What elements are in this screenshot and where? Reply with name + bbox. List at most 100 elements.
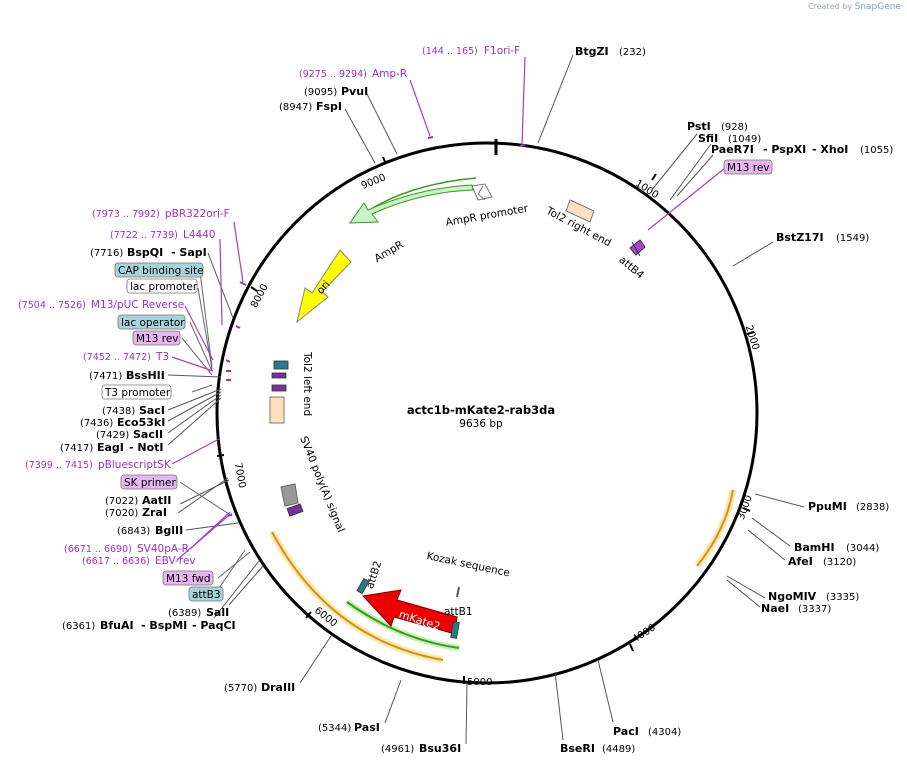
primer-range-f1ori: (144 .. 165) (422, 46, 478, 57)
enzyme-noti-name: NotI (137, 441, 163, 454)
primer-range-pbluescript: (7399 .. 7415) (25, 460, 93, 471)
enzyme-sapi-name: SapI (179, 246, 206, 259)
pos-ppumi: (2838) (856, 502, 889, 513)
pos-eco53ki: (7436) (80, 418, 113, 429)
enzyme-zrai: ZraI (142, 506, 167, 519)
primer-sv40pa: SV40pA-R (137, 543, 189, 555)
pos-draiii: (5770) (224, 683, 257, 694)
enzyme-sali: SalI (206, 606, 229, 619)
enzyme-btgzi: BtgZI (575, 45, 609, 58)
pos-bspqi: (7716) (90, 248, 123, 259)
tick-mark-3000 (742, 507, 751, 512)
attb4-feature: attB4 (616, 239, 646, 282)
enzyme-pspxi-name: PspXI (771, 143, 806, 156)
mkate2-feature: mKate2 (361, 589, 458, 635)
tick-mark-9000 (382, 156, 387, 165)
enzyme-pspxi: - PspXI (763, 143, 806, 156)
enzyme-bspmi-name: BspMI (149, 619, 187, 632)
primer-ampr: Amp-R (372, 68, 407, 80)
enzyme-paer7i: PaeR7I (711, 143, 754, 156)
pos-bsu36i: (4961) (381, 744, 414, 755)
pos-bfuai: (6361) (62, 621, 95, 632)
attb2-mark (356, 577, 370, 595)
primer-range-ampr: (9275 .. 9294) (299, 69, 367, 80)
enzyme-bfuai: BfuAI (100, 619, 134, 632)
plasmid-name: actc1b-mKate2-rab3da (407, 403, 555, 417)
tick-label-5000: 5000 (467, 677, 492, 688)
tick-mark-2000 (746, 331, 755, 335)
primer-range-ebv: (6617 .. 6636) (82, 556, 150, 567)
tick-label-9000: 9000 (360, 172, 388, 192)
pos-naei: (3337) (798, 604, 831, 615)
kozak-mark (456, 586, 460, 598)
snapgene-brand: SnapGene (854, 2, 901, 12)
right-orange-highlight (694, 489, 737, 569)
pos-sali: (6389) (168, 608, 201, 619)
primer-range-l4440: (7722 .. 7739) (110, 230, 178, 241)
pos-bseri: (4489) (602, 744, 635, 755)
enzyme-xhoi-name: XhoI (820, 143, 848, 156)
primer-f1ori: F1ori-F (484, 45, 520, 57)
sv40-polya-feature: SV40 poly(A) signal (280, 435, 347, 534)
green-arc (346, 601, 460, 649)
enzyme-sapi: - SapI (171, 246, 207, 259)
pos-zrai: (7020) (105, 508, 138, 519)
bottom-orange-arc (271, 531, 444, 661)
box-lacop-label: lac operator (121, 317, 185, 329)
primer-ebv: EBV-rev (155, 555, 196, 567)
box-lac-operator: lac operator (117, 314, 186, 330)
enzyme-ngomiv: NgoMIV (768, 590, 817, 603)
enzyme-saci: SacI (139, 404, 165, 417)
box-m13fwd-label: M13 fwd (166, 573, 211, 585)
enzyme-fspi: FspI (316, 100, 342, 113)
right-orange-arc (696, 489, 734, 567)
box-m13rev-left-label: M13 rev (136, 333, 179, 345)
primer-l4440: L4440 (183, 229, 216, 241)
enzyme-paci: PacI (613, 725, 639, 738)
enzyme-draiii: DraIII (261, 681, 295, 694)
enzyme-pasi: PasI (354, 721, 380, 734)
box-cap-binding-site: CAP binding site (114, 262, 204, 278)
tick-label-7000: 7000 (232, 462, 247, 489)
ampr-label: AmpR (372, 239, 405, 265)
box-m13rev-top-label: M13 rev (727, 162, 770, 174)
primer-t3: T3 (155, 351, 169, 363)
pos-saci: (7438) (102, 406, 135, 417)
attb1-label: attB1 (444, 606, 473, 618)
tick-mark-4000 (629, 643, 634, 652)
pos-bamhi: (3044) (846, 543, 879, 554)
primer-pbr322: pBR322ori-F (165, 208, 230, 220)
box-sk-primer: SK primer (120, 474, 178, 490)
enzyme-bspqi: BspQI (127, 246, 163, 259)
pos-paer7i: (1055) (860, 145, 893, 156)
tick-label-4000: 4000 (631, 622, 658, 645)
pos-ngomiv: (3335) (826, 592, 859, 603)
pos-sacii: (7429) (96, 430, 129, 441)
box-m13rev-left: M13 rev (132, 330, 181, 346)
enzyme-paqci-name: PaqCI (200, 619, 235, 632)
primer-range-pbr322: (7973 .. 7992) (92, 209, 160, 220)
enzyme-bseri: BseRI (560, 742, 595, 755)
pos-bsshii: (7471) (89, 371, 122, 382)
box-cap-label: CAP binding site (118, 265, 204, 277)
enzyme-pvui: PvuI (341, 85, 368, 98)
box-t3prom-label: T3 promoter (104, 387, 171, 399)
tick-label-1000: 1000 (633, 178, 660, 201)
tick-label-3000: 3000 (736, 494, 755, 522)
tol2-right-end-feature: Tol2 right end (543, 199, 613, 249)
ampr-promoter-label: AmpR promoter (445, 202, 530, 228)
pos-afei: (3120) (823, 557, 856, 568)
enzyme-bsu36i: Bsu36I (419, 742, 461, 755)
attb2-label: attB2 (364, 559, 384, 590)
pos-pasi: (5344) (318, 723, 351, 734)
box-m13-fwd: M13 fwd (162, 570, 214, 586)
enzyme-bsshii: BssHII (126, 369, 165, 382)
pos-pvui: (9095) (304, 87, 337, 98)
plasmid-length: 9636 bp (459, 418, 503, 430)
pos-bglii: (6843) (117, 526, 150, 537)
enzyme-eagi: EagI (97, 441, 124, 454)
box-skprimer-label: SK primer (124, 477, 176, 489)
enzyme-afei: AfeI (788, 555, 813, 568)
enzyme-eco53ki: Eco53kI (117, 416, 165, 429)
